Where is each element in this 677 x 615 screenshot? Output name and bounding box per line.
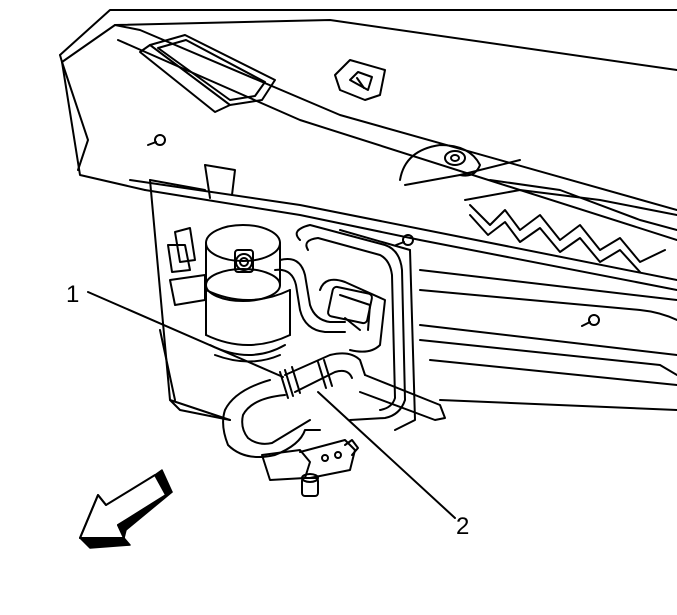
callout-leader-2: [317, 391, 456, 519]
cowl-panel: [59, 9, 677, 411]
cowl-vent-opening: [139, 34, 276, 113]
bolt-center: [395, 234, 414, 246]
accumulator-bracket: [167, 227, 206, 306]
front-direction-arrow-icon: [79, 469, 173, 549]
callout-2-label: 2: [456, 513, 469, 540]
heater-case: [295, 224, 406, 421]
dash-panel: [149, 164, 416, 431]
accumulator-outlet-hose: [274, 258, 346, 333]
wiper-pivot-bracket: [399, 144, 521, 186]
accumulator: [205, 224, 291, 363]
cowl-grommet: [334, 59, 386, 101]
bolt-right: [581, 314, 600, 327]
callout-leader-1: [87, 291, 284, 378]
heater-hoses: [222, 352, 446, 458]
cowl-bracing: [464, 179, 677, 273]
callout-1-label: 1: [66, 281, 79, 308]
heater-water-valve: [261, 439, 359, 497]
bolt-left: [147, 134, 166, 146]
